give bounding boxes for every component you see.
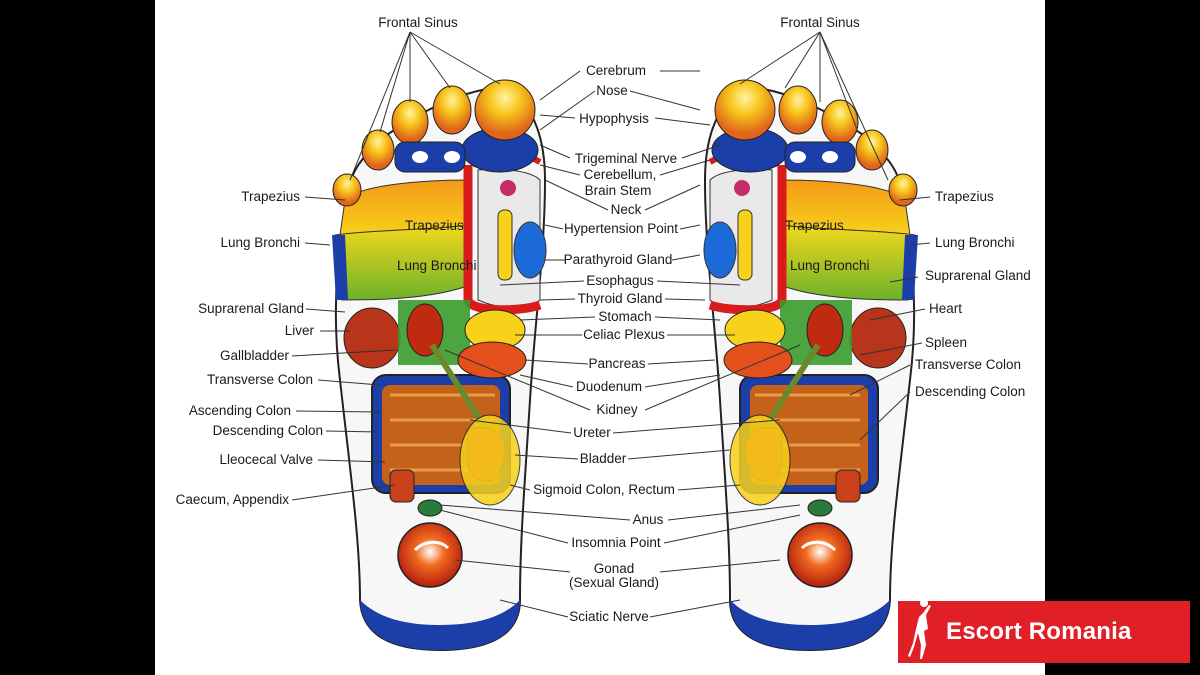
label-anus: Anus (633, 512, 664, 527)
label-sciatic-nerve: Sciatic Nerve (569, 609, 649, 624)
label-celiac-plexus: Celiac Plexus (583, 327, 665, 342)
label-bladder: Bladder (580, 451, 627, 466)
label-lung-bronchi-right: Lung Bronchi (935, 235, 1015, 250)
label-thyroid-gland: Thyroid Gland (578, 291, 663, 306)
label-transverse-colon-left: Transverse Colon (207, 372, 313, 387)
label-parathyroid-gland: Parathyroid Gland (564, 252, 673, 267)
label-duodenum: Duodenum (576, 379, 642, 394)
escort-romania-badge[interactable]: Escort Romania (898, 601, 1190, 663)
label-descending-colon-right: Descending Colon (915, 384, 1025, 399)
label-suprarenal-right: Suprarenal Gland (925, 268, 1031, 283)
zone-label-trapezius-left: Trapezius (405, 218, 464, 233)
label-ileocecal-valve: Lleocecal Valve (219, 452, 313, 467)
label-esophagus: Esophagus (586, 273, 654, 288)
label-hypertension-point: Hypertension Point (564, 221, 678, 236)
label-neck: Neck (611, 202, 642, 217)
left-foot (332, 80, 546, 650)
label-sexual-gland: (Sexual Gland) (569, 575, 659, 590)
label-caecum-appendix: Caecum, Appendix (176, 492, 290, 507)
label-nose: Nose (596, 83, 628, 98)
label-ureter: Ureter (573, 425, 611, 440)
label-kidney: Kidney (596, 402, 638, 417)
label-gonad: Gonad (594, 561, 635, 576)
label-insomnia-point: Insomnia Point (571, 535, 661, 550)
label-suprarenal-left: Suprarenal Gland (198, 301, 304, 316)
label-hypophysis: Hypophysis (579, 111, 649, 126)
label-descending-colon-left: Descending Colon (213, 423, 323, 438)
badge-text: Escort Romania (946, 618, 1132, 645)
label-brain-stem: Brain Stem (585, 183, 652, 198)
label-pancreas: Pancreas (588, 356, 645, 371)
label-stomach: Stomach (598, 309, 651, 324)
leader-lines (291, 31, 931, 618)
zone-label-lung-left: Lung Bronchi (397, 258, 477, 273)
label-ascending-colon: Ascending Colon (189, 403, 291, 418)
label-transverse-colon-right: Transverse Colon (915, 357, 1021, 372)
label-frontal-sinus-right: Frontal Sinus (780, 15, 860, 30)
label-trapezius-left: Trapezius (241, 189, 300, 204)
label-liver: Liver (285, 323, 315, 338)
zone-label-trapezius-right: Trapezius (785, 218, 844, 233)
label-cerebellum: Cerebellum, (584, 167, 657, 182)
label-lung-bronchi-left: Lung Bronchi (220, 235, 300, 250)
dancer-silhouette-icon (908, 601, 931, 659)
label-trapezius-right: Trapezius (935, 189, 994, 204)
label-trigeminal-nerve: Trigeminal Nerve (575, 151, 677, 166)
label-frontal-sinus-left: Frontal Sinus (378, 15, 458, 30)
label-gallbladder: Gallbladder (220, 348, 290, 363)
label-cerebrum: Cerebrum (586, 63, 646, 78)
label-sigmoid-colon-rectum: Sigmoid Colon, Rectum (533, 482, 675, 497)
zone-label-lung-right: Lung Bronchi (790, 258, 870, 273)
label-spleen: Spleen (925, 335, 967, 350)
label-heart: Heart (929, 301, 962, 316)
foot-diagram: Trapezius Lung Bronchi Trapezius Lung Br… (176, 15, 1031, 675)
reflexology-chart: Trapezius Lung Bronchi Trapezius Lung Br… (155, 0, 1045, 675)
